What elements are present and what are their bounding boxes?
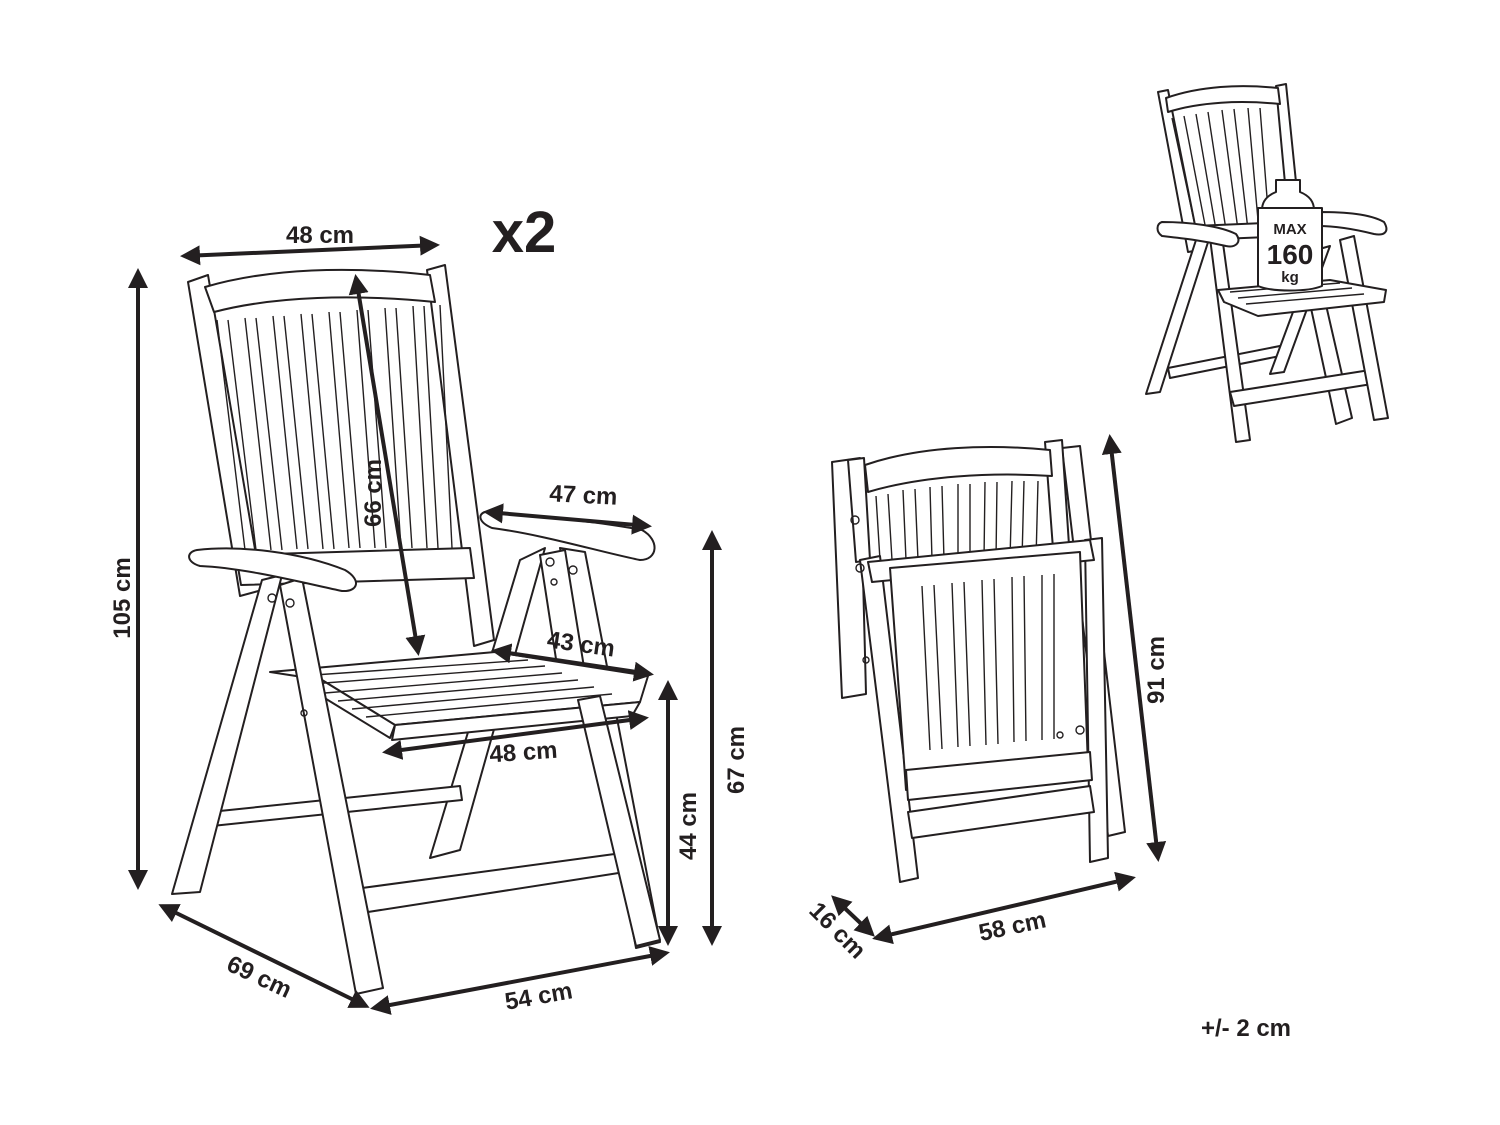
seat-width-label: 48 cm — [489, 737, 559, 769]
weight-unit-label: kg — [1281, 269, 1299, 286]
weight-max-label: MAX — [1273, 221, 1306, 238]
folded-chair-drawing — [831, 439, 1126, 883]
weight-icon — [1257, 179, 1323, 292]
folded-dimension-lines — [831, 434, 1167, 945]
quantity-label: x2 — [492, 200, 557, 265]
main-dimension-lines — [128, 235, 722, 1015]
back-width-label: 48 cm — [286, 222, 354, 249]
armrest-height-label: 67 cm — [723, 726, 750, 794]
back-slats — [216, 304, 453, 551]
depth-label: 69 cm — [223, 951, 296, 1004]
folded-thickness-label: 16 cm — [804, 897, 871, 964]
small-back-slats — [1171, 107, 1269, 231]
backrest-height-label: 66 cm — [360, 459, 387, 527]
seat-height-label: 44 cm — [675, 792, 702, 860]
small-chair-drawing — [1145, 83, 1389, 443]
folded-height-label: 91 cm — [1143, 636, 1170, 704]
folded-seat-slats — [921, 574, 1055, 751]
tolerance-label: +/- 2 cm — [1201, 1015, 1291, 1042]
armrest-length-label: 47 cm — [549, 480, 618, 511]
weight-value-label: 160 — [1267, 239, 1314, 270]
total-height-label: 105 cm — [109, 557, 136, 638]
